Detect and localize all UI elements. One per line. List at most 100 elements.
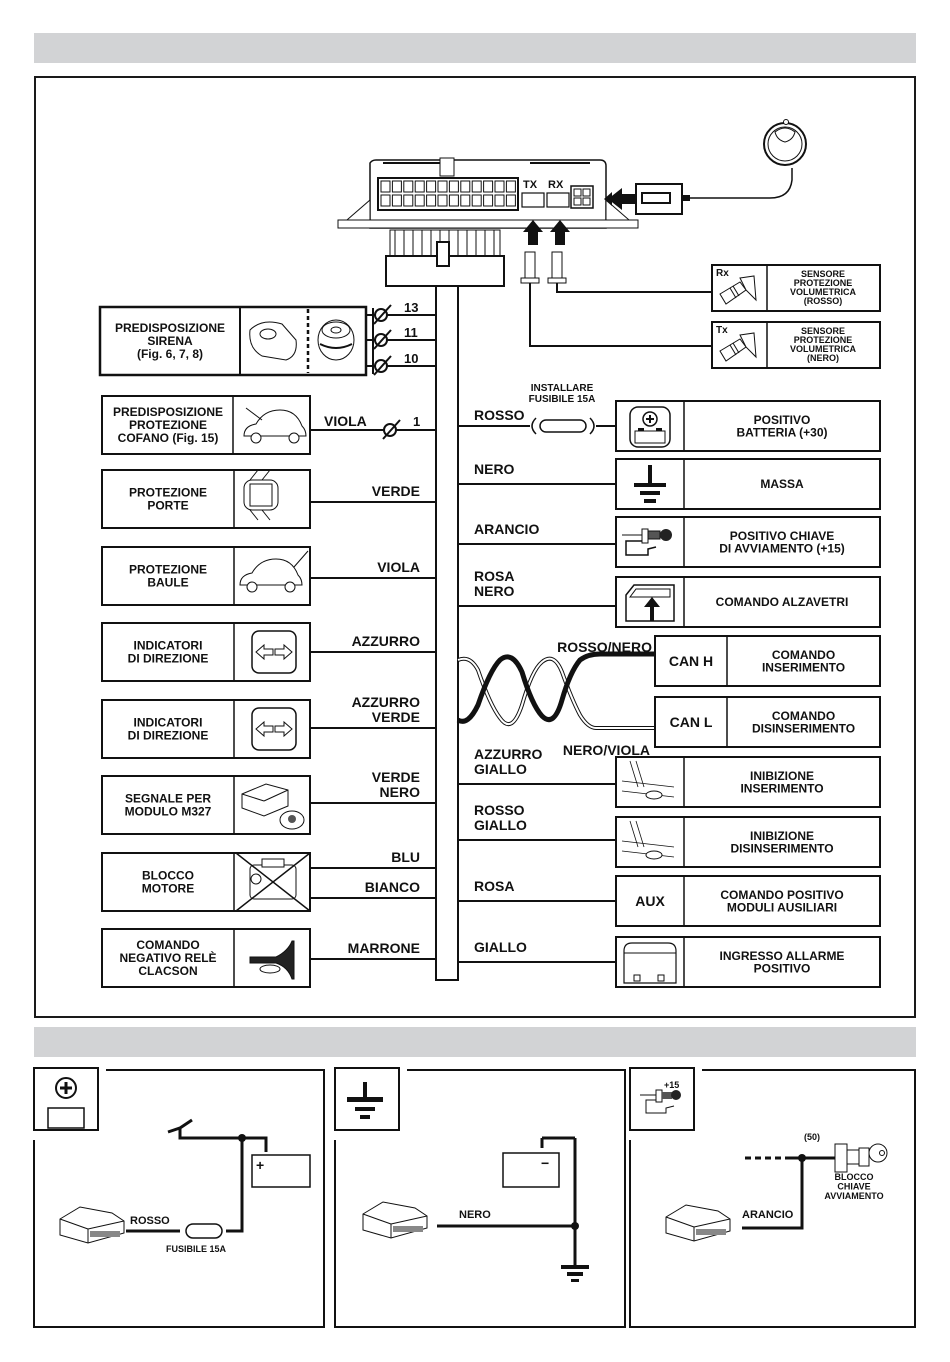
ground-icon xyxy=(347,1082,383,1119)
sensor-label-line: SENSORE xyxy=(801,326,845,336)
sensor-port xyxy=(570,185,594,209)
device-hood-protection: PREDISPOSIZIONE PROTEZIONE COFANO (Fig. … xyxy=(101,395,436,455)
section-header-bar-top xyxy=(34,33,916,63)
device-box xyxy=(615,516,881,568)
door-handle-icon xyxy=(621,820,675,860)
door-handle-icon xyxy=(621,760,675,800)
device-label-line: POSITIVO xyxy=(754,962,811,976)
battery-positive-icon xyxy=(47,1077,85,1129)
fuse-note: INSTALLARE FUSIBILE 15A xyxy=(458,383,616,435)
tx-port xyxy=(521,192,545,208)
connector-tag: CAN L xyxy=(670,714,713,730)
car-doors-icon xyxy=(243,469,279,521)
socket-pin xyxy=(494,180,505,193)
socket-pin xyxy=(471,180,482,193)
wiring-diagram-frame xyxy=(34,76,916,1018)
device-siren: PREDISPOSIZIONE SIRENA (Fig. 6, 7, 8) 13… xyxy=(98,300,436,377)
device-label-line: INSERIMENTO xyxy=(740,782,823,796)
battery-positive-icon xyxy=(629,406,671,448)
device-label-line: PREDISPOSIZIONE xyxy=(115,321,225,335)
device-label-line: INIBIZIONE xyxy=(750,829,814,843)
horn-icon xyxy=(249,940,295,980)
sensor-icon xyxy=(719,332,757,362)
device-label-line: INIBIZIONE xyxy=(750,769,814,783)
turn-signal-icon xyxy=(251,630,297,674)
socket-pin xyxy=(483,180,494,193)
socket-pin xyxy=(391,194,402,207)
terminal-label: (50) xyxy=(804,1132,820,1142)
pin-number: 10 xyxy=(404,351,418,366)
device-label-line: COMANDO xyxy=(772,709,835,723)
device-box xyxy=(615,816,881,868)
device-label-line: DI AVVIAMENTO (+15) xyxy=(719,542,844,556)
device-label-line: NEGATIVO RELÈ xyxy=(119,950,216,965)
device-label-line: BAULE xyxy=(147,576,188,590)
device-label-line: INDICATORI xyxy=(134,639,203,653)
wire-color-label: ROSSO xyxy=(130,1215,170,1227)
rx-port xyxy=(546,192,570,208)
sensor-label-line: (ROSSO) xyxy=(804,296,843,306)
device-label-line: SEGNALE PER xyxy=(125,792,211,806)
sensor-tag-rx: Rx xyxy=(716,268,729,279)
wire-color-label: VERDE xyxy=(372,709,420,725)
key-switch-icon xyxy=(834,1143,888,1173)
wire-color-label: NERO/VIOLA xyxy=(563,742,650,758)
siren-icon xyxy=(249,319,355,361)
wire-color-label: GIALLO xyxy=(474,817,527,833)
device-label-line: POSITIVO CHIAVE xyxy=(730,529,834,543)
socket-pin xyxy=(403,194,414,207)
wire-color-label: AZZURRO xyxy=(474,746,543,762)
device-label-line: COMANDO POSITIVO xyxy=(720,888,843,902)
device-label-line: DI DIREZIONE xyxy=(128,729,209,743)
wire-color-label: ROSSO/NERO xyxy=(557,639,652,655)
wire-color-label: GIALLO xyxy=(474,939,527,955)
sensor-label-line: VOLUMETRICA xyxy=(790,287,856,297)
device-label-line: PROTEZIONE xyxy=(129,418,207,432)
socket-pin xyxy=(414,194,425,207)
connector-tag: AUX xyxy=(635,893,665,909)
device-label-line: COFANO (Fig. 15) xyxy=(118,431,219,445)
control-unit-icon xyxy=(59,1206,125,1244)
device-label-line: MOTORE xyxy=(142,882,194,896)
socket-pin xyxy=(505,194,516,207)
ignition-key-icon xyxy=(622,528,672,556)
pin-number: 1 xyxy=(413,414,420,429)
device-label-line: INDICATORI xyxy=(134,716,203,730)
connector-tag: CAN H xyxy=(669,653,713,669)
socket-pin xyxy=(460,194,471,207)
battery-plus-sign: + xyxy=(256,1157,264,1173)
wire-color-label: NERO xyxy=(474,583,515,599)
socket-pin xyxy=(391,180,402,193)
device-label-line: COMANDO xyxy=(136,938,199,952)
sensor-label-line: PROTEZIONE xyxy=(794,278,853,288)
sensor-box-tx: Tx SENSORE PROTEZIONE VOLUMETRICA (NERO) xyxy=(711,321,881,369)
socket-pin xyxy=(483,194,494,207)
device-label-line: DI DIREZIONE xyxy=(128,652,209,666)
device-label-line: INSERIMENTO xyxy=(762,661,845,675)
device-label-line: POSITIVO xyxy=(754,413,811,427)
wire-color-label: GIALLO xyxy=(474,761,527,777)
socket-pin xyxy=(426,194,437,207)
sensor-label-line: PROTEZIONE xyxy=(794,335,853,345)
device-label-line: MODULI AUSILIARI xyxy=(727,901,837,915)
sensor-tag-tx: Tx xyxy=(716,325,728,336)
central-unit: TX RX xyxy=(337,157,639,229)
wire-color-label: NERO xyxy=(474,461,515,477)
sensor-icon xyxy=(719,275,757,305)
wire-color-label: AZZURRO xyxy=(352,694,421,710)
wire-color-label: BLU xyxy=(391,849,420,865)
wire-color-label: ROSA xyxy=(474,568,514,584)
